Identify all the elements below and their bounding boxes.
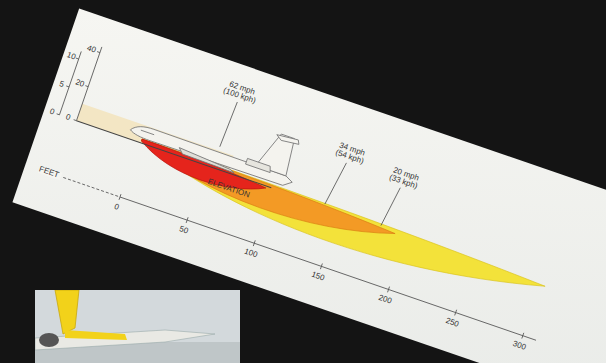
leader-lines [213,101,410,227]
photo-tail-fin [55,290,79,334]
panel-ground [12,8,606,363]
aircraft-photo [35,290,240,363]
photo-stripe [65,330,127,340]
axis-dash [63,177,120,197]
yellow-plume [130,139,547,313]
aircraft [128,87,306,192]
axis-ticks [57,46,100,121]
photo-sky [35,290,240,363]
photo-engine [39,333,59,347]
photo-fuselage [35,330,215,350]
ground-line [76,121,271,188]
